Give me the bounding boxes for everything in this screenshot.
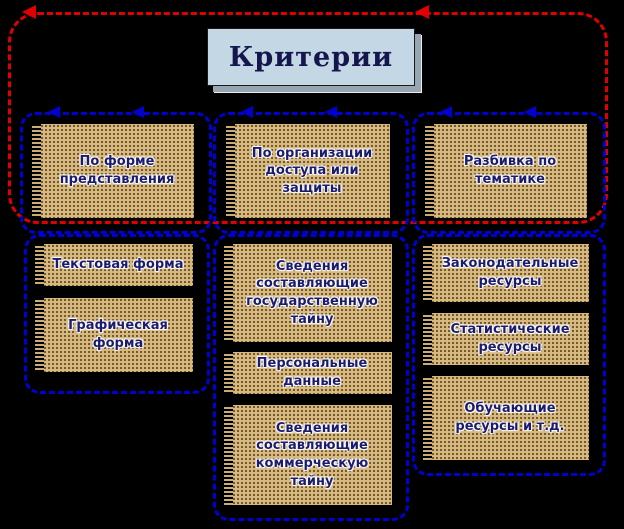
item-label: Графическая форма	[68, 318, 168, 351]
column3-header-box: Разбивка по тематике	[423, 122, 589, 220]
item-box: Сведения составляющие государственную та…	[222, 242, 394, 344]
item-label: Сведения составляющие государственную та…	[246, 258, 378, 327]
column1-header-box: По форме представления	[30, 122, 196, 220]
item-box: Графическая форма	[33, 296, 195, 374]
item-box: Статистические ресурсы	[421, 311, 591, 367]
column2-header-frame	[213, 112, 409, 234]
diagram-title-box: Критерии	[207, 28, 415, 86]
item-label: Текстовая форма	[52, 257, 184, 273]
column1-items-frame	[24, 234, 210, 394]
blue-left-arrow-icon	[440, 106, 452, 118]
column1-header-label: По форме представления	[59, 154, 175, 187]
item-box: Законодательные ресурсы	[421, 242, 591, 304]
column1-header-frame	[20, 112, 212, 234]
column2-items-frame	[213, 234, 409, 521]
criteria-loop-frame	[8, 12, 608, 224]
item-box: Сведения составляющие коммерческую тайну	[222, 403, 394, 507]
column2-header-box: По организации доступа или защиты	[224, 122, 392, 220]
red-left-arrow-icon	[22, 5, 36, 19]
blue-left-arrow-icon	[325, 106, 337, 118]
item-label: Сведения составляющие коммерческую тайну	[255, 420, 369, 489]
item-label: Законодательные ресурсы	[441, 256, 579, 289]
column2-header-label: По организации доступа или защиты	[251, 145, 373, 196]
blue-left-arrow-icon	[48, 106, 60, 118]
item-box: Персональные данные	[222, 350, 394, 396]
blue-left-arrow-icon	[524, 106, 536, 118]
column3-items-frame	[412, 234, 606, 476]
item-label: Обучающие ресурсы и т.д.	[455, 401, 565, 434]
column3-header-frame	[412, 112, 606, 234]
red-left-arrow-icon	[415, 5, 429, 19]
blue-left-arrow-icon	[132, 106, 144, 118]
blue-left-arrow-icon	[241, 106, 253, 118]
item-box: Текстовая форма	[33, 242, 195, 288]
column3-header-label: Разбивка по тематике	[463, 154, 557, 187]
diagram-title: Критерии	[228, 41, 394, 73]
item-label: Статистические ресурсы	[450, 322, 570, 355]
item-label: Персональные данные	[256, 356, 368, 389]
item-box: Обучающие ресурсы и т.д.	[421, 374, 591, 462]
